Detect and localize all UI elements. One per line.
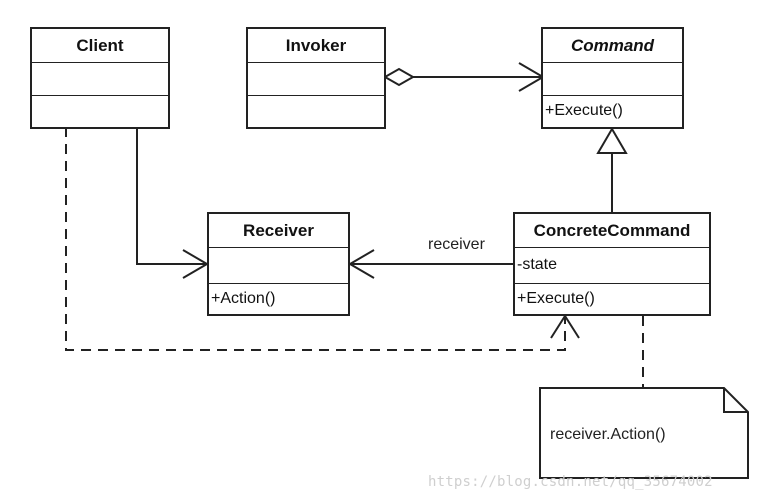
- concrete-command-method: +Execute(): [517, 290, 595, 307]
- watermark: https://blog.csdn.net/qq_35674002: [428, 474, 713, 490]
- invoker-class: Invoker: [246, 27, 386, 129]
- command-class: Command +Execute(): [541, 27, 684, 129]
- invoker-attributes: [248, 63, 384, 96]
- note-shape: [539, 387, 749, 479]
- receiver-class: Receiver +Action(): [207, 212, 350, 316]
- client-attributes: [32, 63, 168, 96]
- client-concrete-arrowhead: [550, 314, 580, 339]
- receiver-method: +Action(): [211, 290, 276, 307]
- receiver-role-label: receiver: [428, 236, 485, 253]
- invoker-methods: [248, 96, 384, 128]
- invoker-class-name: Invoker: [248, 29, 384, 63]
- command-class-name: Command: [543, 29, 682, 63]
- receiver-class-name: Receiver: [209, 214, 348, 248]
- note-fold: [723, 388, 748, 413]
- invoker-aggregation-diamond: [382, 67, 416, 87]
- note-text: receiver.Action(): [550, 426, 666, 443]
- concrete-command-class: ConcreteCommand -state +Execute(): [513, 212, 711, 316]
- generalization-triangle: [596, 127, 628, 154]
- concrete-command-class-name: ConcreteCommand: [515, 214, 709, 248]
- client-receiver-association: [136, 127, 205, 265]
- client-methods: [32, 96, 168, 128]
- concrete-receiver-arrowhead: [348, 249, 375, 279]
- concrete-command-attribute: -state: [515, 248, 709, 284]
- client-concrete-dependency: [65, 127, 566, 351]
- command-method: +Execute(): [545, 102, 623, 119]
- command-attributes: [543, 63, 682, 96]
- receiver-attributes: [209, 248, 348, 284]
- client-class: Client: [30, 27, 170, 129]
- client-class-name: Client: [32, 29, 168, 63]
